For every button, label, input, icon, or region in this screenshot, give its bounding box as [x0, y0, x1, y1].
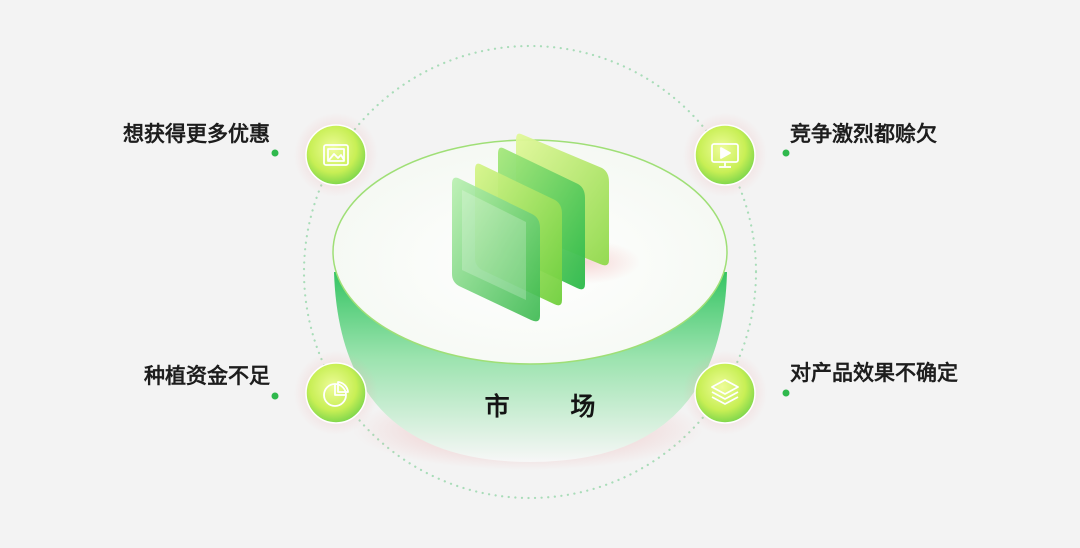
node-top-right [683, 113, 767, 197]
connector-top-right [782, 149, 1000, 157]
pie-chart-icon [323, 381, 349, 407]
layers-icon [711, 379, 739, 405]
node-label-top-right: 竞争激烈都赊欠 [790, 122, 937, 146]
image-icon [323, 144, 349, 166]
glass-panel-highlight [462, 190, 526, 300]
connector-bottom-right [782, 389, 1000, 397]
node-label-bottom-right: 对产品效果不确定 [790, 361, 958, 385]
glass-panels-stack [452, 133, 609, 322]
orbit-ring [302, 44, 758, 500]
node-label-bottom-left: 种植资金不足 [144, 364, 270, 388]
node-label-top-left: 想获得更多优惠 [123, 122, 270, 146]
node-bottom-right [683, 351, 767, 435]
connector-top-left [40, 149, 279, 157]
glass-panel [452, 177, 540, 322]
connector-bottom-left [40, 392, 279, 400]
node-bottom-left [294, 351, 378, 435]
center-market-label: 市 场 [484, 392, 622, 421]
monitor-play-icon [711, 143, 739, 168]
node-top-left [294, 113, 378, 197]
